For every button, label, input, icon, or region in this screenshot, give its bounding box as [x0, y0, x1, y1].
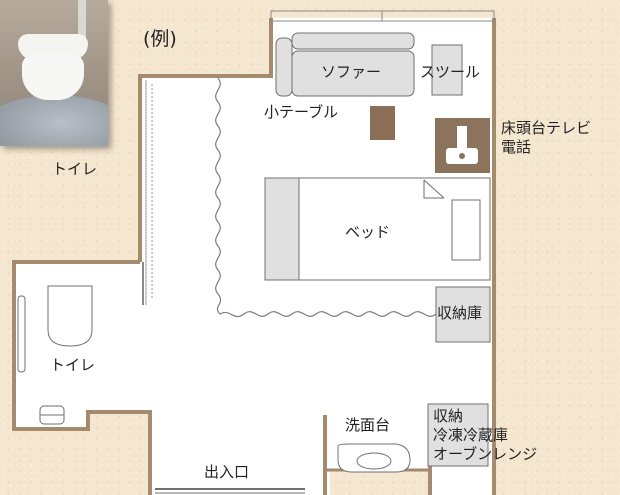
curtain	[215, 77, 485, 318]
small-table	[370, 106, 395, 140]
fridge-label: 冷凍冷蔵庫	[433, 426, 509, 444]
bed-label: ベッド	[345, 223, 391, 241]
bedside-table-label: 床頭台テレビ	[501, 119, 592, 137]
toilet-label: トイレ	[50, 356, 96, 374]
toilet-fixture	[17, 285, 93, 425]
photo-floor	[0, 95, 108, 146]
washbasin	[337, 443, 411, 473]
small-table-label: 小テーブル	[264, 103, 339, 121]
storage	[435, 286, 491, 343]
oven-label: オーブンレンジ	[433, 445, 538, 463]
photo-pipe	[78, 0, 86, 40]
storage-2-label: 収納	[433, 407, 464, 425]
storage-label: 収納庫	[437, 304, 483, 322]
stool	[431, 44, 463, 96]
example-label: (例)	[143, 28, 177, 50]
toilet-wall	[12, 260, 152, 495]
fridge-storage	[427, 403, 489, 467]
phone-label: 電話	[501, 138, 532, 156]
stool-label: スツール	[420, 63, 481, 81]
photo-toilet-bowl	[22, 54, 84, 100]
washbasin-label: 洗面台	[345, 416, 391, 434]
sofa-label: ソファー	[321, 63, 382, 81]
bed	[264, 177, 491, 281]
toilet-photo	[0, 0, 108, 146]
sofa	[275, 32, 415, 97]
bedside-table	[435, 118, 490, 173]
photo-caption: トイレ	[52, 160, 98, 178]
outer-wall	[138, 18, 273, 262]
entrance-label: 出入口	[204, 463, 250, 481]
